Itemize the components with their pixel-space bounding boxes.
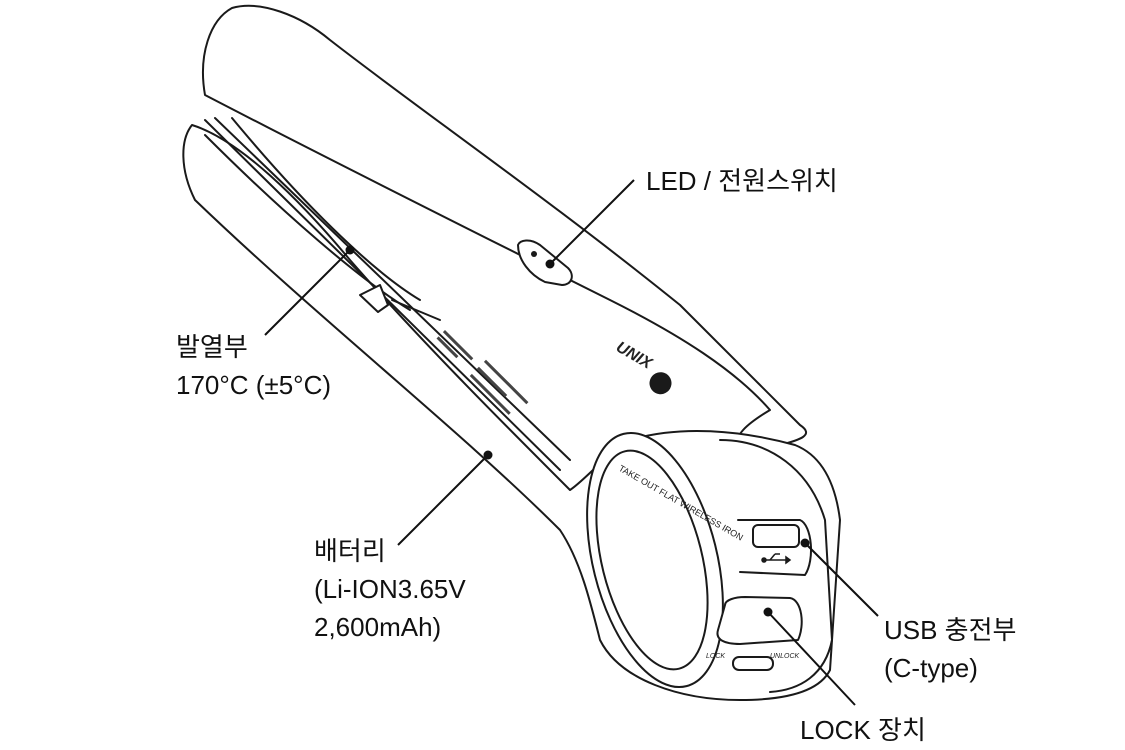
led-title: LED / 전원스위치	[646, 166, 838, 196]
usb-title: USB 충전부	[884, 615, 1017, 645]
battery-leader	[397, 454, 489, 546]
brand-text: UNIX	[613, 339, 656, 373]
lock-mark: LOCK	[706, 653, 725, 660]
heater-label: 발열부 170°C (±5°C)	[176, 328, 331, 404]
led-label: LED / 전원스위치	[646, 162, 838, 200]
battery-label: 배터리 (Li-ION3.65V 2,600mAh)	[314, 532, 466, 646]
usb-label: USB 충전부 (C-type)	[884, 611, 1016, 687]
heater-title: 발열부	[176, 332, 248, 362]
brand-logo: UNIX	[613, 339, 672, 395]
usb-leader	[804, 542, 879, 617]
battery-title: 배터리	[314, 536, 386, 566]
lock-leader	[767, 611, 856, 706]
lock-label: LOCK 장치	[800, 711, 926, 749]
battery-spec-1: (Li-ION3.65V	[314, 574, 466, 604]
unlock-mark: UNLOCK	[770, 653, 800, 660]
lock-title: LOCK 장치	[800, 715, 926, 745]
heater-leader	[264, 249, 351, 336]
led-switch	[517, 239, 573, 286]
battery-spec-2: 2,600mAh)	[314, 612, 442, 642]
usb-port	[752, 524, 800, 548]
end-cap-inner	[595, 449, 709, 671]
usb-symbol-icon	[761, 553, 792, 565]
lock-slider	[716, 596, 803, 645]
heater-temp: 170°C (±5°C)	[176, 370, 331, 400]
usb-type: (C-type)	[884, 653, 978, 683]
led-leader	[549, 179, 635, 265]
